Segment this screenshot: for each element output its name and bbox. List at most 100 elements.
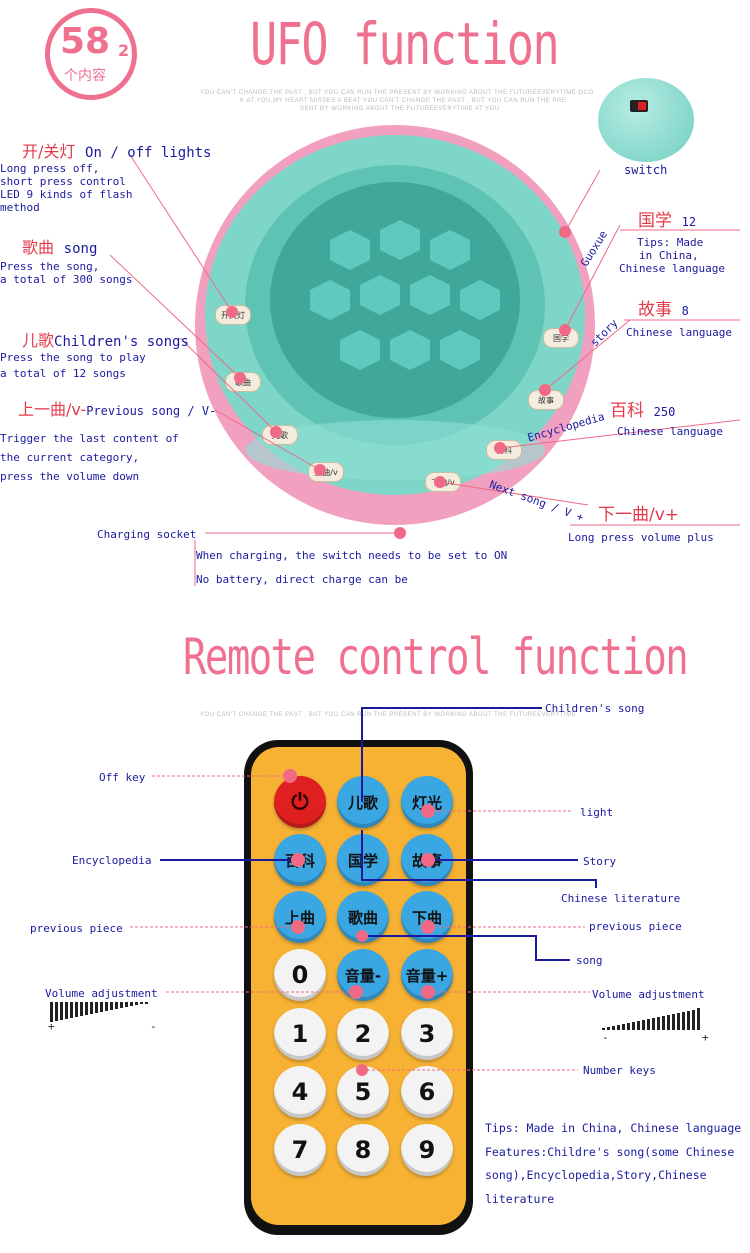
guoxue-cn: 国学	[638, 211, 672, 231]
badge: 58 2 个内容	[45, 8, 137, 100]
number-key-9[interactable]: 9	[401, 1124, 453, 1176]
next-cn: 下一曲/v+	[598, 505, 680, 525]
chinese-literature-label: Chinese literature	[561, 892, 681, 905]
tagline-4: YOU CAN'T CHANGE THE PAST , BUT YOU CAN …	[200, 712, 577, 718]
off-key-label: Off key	[99, 771, 146, 784]
lights-desc-line: Long press off,	[0, 162, 100, 175]
light-label: light	[580, 806, 614, 819]
prev-label: 上一曲/v-Previous song / V-	[18, 396, 216, 420]
charging-note-2: No battery, direct charge can be	[196, 573, 408, 586]
encyclopedia-remote-label: Encyclopedia	[72, 854, 152, 867]
volume-right-minus: -	[602, 1031, 609, 1044]
number-key-7[interactable]: 7	[274, 1124, 326, 1176]
badge-number: 58	[60, 21, 111, 62]
volume-left-label: Volume adjustment	[45, 987, 158, 1000]
story-cn: 故事	[638, 300, 672, 320]
guoxue-desc-line: Tips: Made	[637, 236, 704, 249]
story-desc: Chinese language	[626, 326, 732, 339]
tagline-3: SENT BY WORKING ABOUT THE FUTUREEVERYTIM…	[300, 106, 500, 112]
guoxue-desc-line: in China,	[639, 249, 699, 262]
guoxue-desc-line: Chinese language	[619, 262, 725, 275]
song-en: song	[63, 241, 98, 257]
lights-desc: Long press off, short press control LED …	[0, 162, 132, 214]
lights-desc-line: LED 9 kinds of flash	[0, 188, 133, 201]
next-desc: Long press volume plus	[568, 531, 714, 544]
prev-desc: Trigger the last content of the current …	[0, 429, 179, 486]
ufo-title: UFO function	[250, 10, 560, 78]
encyclopedia-desc: Chinese language	[617, 425, 723, 438]
prev-en: Previous song / V-	[86, 404, 217, 418]
children-label: 儿歌Children's songs	[22, 327, 189, 351]
switch-toggle[interactable]	[630, 100, 648, 112]
remote-title: Remote control function	[183, 628, 689, 686]
prev-cn: 上一曲/v-	[18, 400, 87, 419]
guoxue-label: 国学 12	[638, 206, 696, 231]
power-key[interactable]: ⏻	[274, 776, 326, 828]
volume-bars-right	[602, 1008, 710, 1030]
song-remote-label: song	[576, 954, 603, 967]
guoxue-desc: Tips: Made in China, Chinese language	[619, 236, 725, 275]
story-label: 故事 8	[638, 295, 689, 320]
lights-label: 开/关灯 On / off lights	[22, 138, 211, 162]
volume-left-minus: -	[150, 1020, 157, 1033]
encyclopedia-cn: 百科	[610, 401, 644, 421]
song-cn: 歌曲	[22, 238, 55, 257]
tagline-2: K AT YOU,MY HEART MISSES A BEAT YOU CAN'…	[240, 98, 567, 104]
number-key-6[interactable]: 6	[401, 1066, 453, 1118]
number-key-4[interactable]: 4	[274, 1066, 326, 1118]
previous-piece-left-label: previous piece	[30, 922, 123, 935]
tips-block: Tips: Made in China, Chinese language Fe…	[485, 1117, 741, 1211]
ufo-leader-lines	[109, 154, 741, 586]
children-desc: Press the song to play a total of 12 son…	[0, 350, 146, 382]
volume-right-plus: +	[702, 1031, 709, 1044]
switch-inset	[598, 78, 694, 162]
children-desc-line: a total of 12 songs	[0, 367, 126, 380]
song-label: 歌曲 song	[22, 234, 97, 258]
remote-leader-lines	[130, 707, 597, 1076]
light-key[interactable]: 灯光	[401, 776, 453, 828]
children-cn: 儿歌	[22, 331, 55, 350]
children-desc-line: Press the song to play	[0, 351, 146, 364]
lights-cn: 开/关灯	[22, 142, 76, 161]
encyclopedia-count: 250	[653, 405, 676, 419]
tips-line: Features:Childre's song(some Chinese	[485, 1144, 735, 1159]
story-count: 8	[681, 304, 689, 318]
number-keys-label: Number keys	[583, 1064, 656, 1077]
lights-desc-line: method	[0, 201, 40, 214]
tips-line: literature	[485, 1191, 555, 1206]
song-desc-line: a total of 300 songs	[0, 273, 133, 286]
encyclopedia-label: 百科 250	[610, 396, 675, 421]
number-key-3[interactable]: 3	[401, 1008, 453, 1060]
tagline-1: YOU CAN'T CHANGE THE PAST , BUT YOU CAN …	[200, 90, 594, 96]
song-desc: Press the song, a total of 300 songs	[0, 260, 132, 286]
prev-desc-line: press the volume down	[0, 470, 140, 483]
previous-piece-right-label: previous piece	[589, 920, 682, 933]
tips-line: song),Encyclopedia,Story,Chinese	[485, 1168, 707, 1182]
number-key-2[interactable]: 2	[337, 1008, 389, 1060]
badge-sub: 2	[118, 41, 130, 60]
charging-note-1: When charging, the switch needs to be se…	[196, 549, 508, 562]
number-key-8[interactable]: 8	[337, 1124, 389, 1176]
tips-line: Tips: Made in China, Chinese language	[485, 1121, 742, 1135]
guoxue-count: 12	[681, 215, 697, 229]
number-key-1[interactable]: 1	[274, 1008, 326, 1060]
childrens-song-label: Children's song	[545, 702, 645, 715]
volume-right-label: Volume adjustment	[592, 988, 705, 1001]
prev-key[interactable]: 上曲	[274, 891, 326, 943]
next-key[interactable]: 下曲	[401, 891, 453, 943]
volume-bars-left	[50, 1002, 158, 1022]
number-key-5[interactable]: 5	[337, 1066, 389, 1118]
volume-down-key[interactable]: 音量-	[337, 949, 389, 1001]
song-desc-line: Press the song,	[0, 260, 100, 273]
badge-text: 个内容	[64, 68, 106, 84]
children-en: Children's songs	[54, 334, 189, 350]
lights-desc-line: short press control	[0, 175, 126, 188]
lights-en: On / off lights	[85, 145, 212, 161]
story-remote-label: Story	[583, 855, 617, 868]
switch-label: switch	[624, 163, 668, 177]
ufo-device	[195, 125, 595, 525]
charging-label: Charging socket	[97, 528, 197, 541]
prev-desc-line: Trigger the last content of	[0, 432, 179, 445]
volume-left-plus: +	[48, 1020, 55, 1033]
prev-desc-line: the current category,	[0, 451, 140, 464]
